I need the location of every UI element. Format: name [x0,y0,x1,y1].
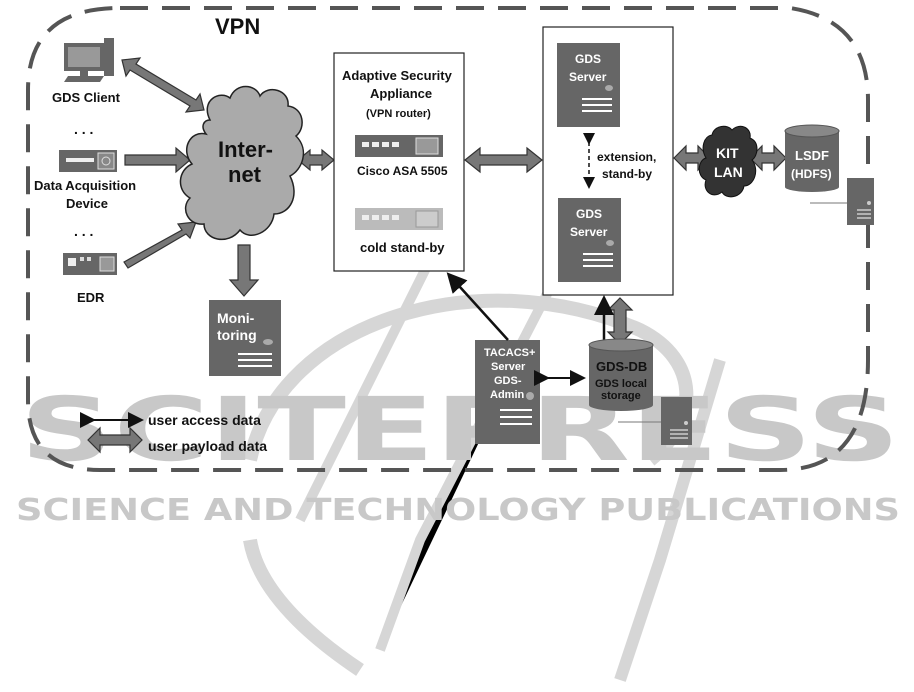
tacacs-server: TACACS+ Server GDS- Admin [475,340,540,444]
tacacs-label-4: Admin [490,389,525,401]
server2-label-1: GDS [576,207,602,221]
lsdf-label-2: (HDFS) [791,167,832,181]
asa-title-1: Adaptive Security [342,68,453,83]
payload-arrow-daq-internet [124,146,191,174]
vpn-label: VPN [215,14,260,39]
gds-db-server-icon [618,397,692,445]
kit-label-1: KIT [716,145,739,161]
internet-cloud: Inter- net [179,85,305,241]
lsdf-server-icon [810,178,874,225]
daq-label-2: Device [66,196,108,211]
server1-label-2: Server [569,70,607,84]
daq-label-1: Data Acquisition [34,178,136,193]
gds-client-label: GDS Client [52,90,121,105]
daq-device-icon [59,150,117,172]
watermark: SCITEPRESS SCIENCE AND TECHNOLOGY PUBLIC… [16,227,900,682]
monitoring-label-2: toring [217,327,257,343]
watermark-main: SCITEPRESS [20,378,900,481]
gds-db-database: GDS-DB GDS local storage [588,338,654,411]
gds-db-label-3: storage [601,390,641,402]
extension-label-2: stand-by [602,167,652,181]
kit-label-2: LAN [714,164,743,180]
lsdf-database: LSDF (HDFS) [784,124,840,192]
servers-box: GDS Server extension, stand-by GDS Serve… [542,26,674,296]
gds-db-label-1: GDS-DB [596,359,647,374]
server2-label-2: Server [570,225,608,239]
monitoring-server: Moni- toring [209,300,281,376]
kit-lan-cloud: KIT LAN [698,125,758,198]
legend-payload-arrow [87,426,143,454]
standby-router-icon [355,208,443,230]
asa-box: Adaptive Security Appliance (VPN router)… [333,52,465,272]
payload-arrow-internet-monitoring [228,244,260,297]
legend-payload-label: user payload data [148,438,267,454]
asa-device-2: cold stand-by [360,240,445,255]
gds-db-label-2: GDS local [595,378,647,390]
payload-arrow-asa-servers [464,146,543,174]
ellipsis-1: . . . [74,121,93,137]
lsdf-label-1: LSDF [795,148,829,163]
ellipsis-2: . . . [74,223,93,239]
vpn-boundary [26,6,870,472]
extension-label-1: extension, [597,150,656,164]
asa-subtitle: (VPN router) [366,108,431,120]
access-arrow-tacacs-asa [446,272,509,341]
asa-device-1: Cisco ASA 5505 [357,164,448,178]
tacacs-label-3: GDS- [494,375,522,387]
payload-arrow-edr-internet [123,221,197,269]
payload-arrow-client-internet [121,57,205,113]
edr-icon [63,253,117,275]
edr-label: EDR [77,290,105,305]
internet-label-2: net [228,162,262,187]
router-icon [355,135,443,157]
tacacs-label-1: TACACS+ [484,347,535,359]
asa-title-2: Appliance [370,86,432,101]
tacacs-label-2: Server [491,361,526,373]
monitoring-label-1: Moni- [217,310,255,326]
computer-icon [64,38,114,82]
internet-label-1: Inter- [218,137,273,162]
server1-label-1: GDS [575,52,601,66]
legend-access-label: user access data [148,412,261,428]
watermark-sub: SCIENCE AND TECHNOLOGY PUBLICATIONS [16,493,900,528]
